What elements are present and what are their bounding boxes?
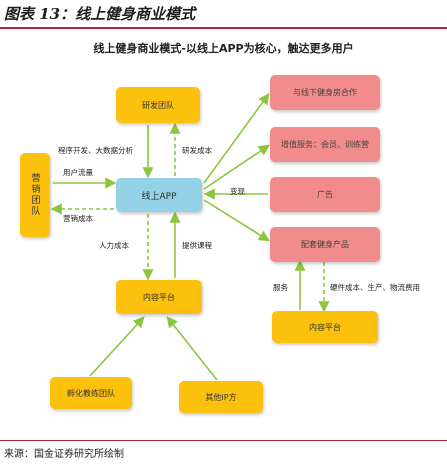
node-other-ip: 其他IP方 [179, 381, 263, 413]
node-offline-partner: 与线下健身房合作 [270, 75, 380, 110]
node-value-added: 增值服务：会员、训练营 [270, 127, 380, 162]
node-fitness-products-label: 配套健身产品 [301, 240, 349, 249]
node-fitness-products: 配套健身产品 [270, 227, 380, 262]
node-content-platform: 内容平台 [116, 280, 202, 314]
title-divider [0, 27, 447, 29]
node-content-platform-label: 内容平台 [143, 292, 175, 302]
label-labor-cost: 人力成本 [99, 241, 129, 250]
node-marketing-team: 营销团队 [20, 153, 50, 237]
node-incubated-coaches-label: 孵化教练团队 [67, 388, 115, 398]
node-content-platform-2-label: 内容平台 [309, 322, 341, 332]
label-dev-bigdata: 程序开发、大数据分析 [58, 146, 133, 155]
node-rd-team: 研发团队 [116, 87, 200, 123]
arrow-coaches-to-content [89, 316, 145, 377]
node-offline-partner-label: 与线下健身房合作 [293, 88, 357, 97]
node-ads: 广告 [270, 177, 380, 212]
node-incubated-coaches: 孵化教练团队 [50, 377, 132, 409]
node-online-app-label: 线上APP [141, 191, 177, 202]
node-online-app: 线上APP [116, 178, 202, 212]
node-content-platform-2: 内容平台 [272, 311, 378, 343]
node-other-ip-label: 其他IP方 [205, 392, 237, 402]
figure-title: 图表 13：线上健身商业模式 [4, 5, 196, 23]
arrow-other-ip-to-content [166, 316, 218, 381]
label-marketing-cost: 营销成本 [63, 214, 93, 223]
label-hardware-cost: 硬件成本、生产、物流费用 [330, 283, 420, 292]
diagram-subtitle: 线上健身商业模式-以线上APP为核心，触达更多用户 [93, 42, 354, 55]
node-rd-team-label: 研发团队 [142, 100, 174, 110]
arrow-app-to-value-added [203, 144, 270, 190]
label-rd-cost: 研发成本 [182, 146, 212, 155]
source-note: 来源：国金证券研究所绘制 [4, 449, 124, 460]
label-monetize: 变现 [230, 187, 245, 196]
node-ads-label: 广告 [317, 190, 333, 199]
arrow-app-to-products [203, 199, 271, 242]
node-value-added-label: 增值服务：会员、训练营 [281, 140, 369, 149]
arrow-app-to-offline [203, 93, 270, 184]
label-service: 服务 [273, 283, 288, 292]
label-provide-courses: 提供课程 [182, 241, 212, 250]
label-user-traffic: 用户流量 [63, 168, 93, 177]
node-marketing-team-label: 营销团队 [29, 173, 40, 217]
source-divider [0, 440, 447, 441]
